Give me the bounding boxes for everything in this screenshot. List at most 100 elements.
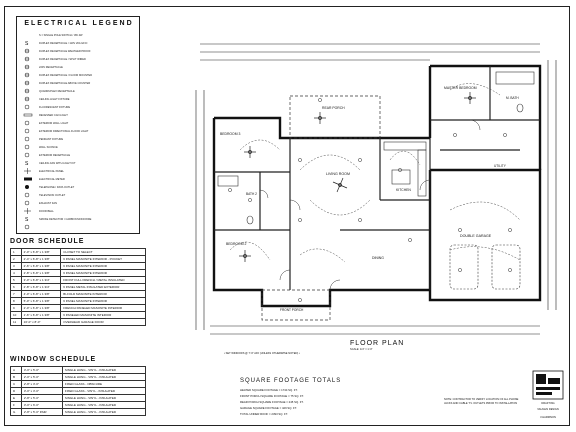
light-icon xyxy=(23,193,33,206)
fluor-icon xyxy=(23,105,33,117)
toilet xyxy=(246,215,254,225)
ceiling-fan-icon xyxy=(332,177,348,193)
rear-porch-outline xyxy=(289,95,381,139)
sheet-border xyxy=(4,6,570,426)
outlet-icon xyxy=(23,81,33,94)
exterior-wall-north-west xyxy=(214,116,430,140)
legend-item: DUPLEX RECEPTACLE / FLOOR MOUNTED xyxy=(23,73,137,86)
outlet-icon xyxy=(23,73,33,86)
legend-item-label: DUPLEX RECEPTACLE ABOVE COUNTER xyxy=(39,82,91,85)
legend-item-label: EXTERIOR RECEPTACLE xyxy=(39,154,71,157)
room-label-kitchen: KITCHEN xyxy=(396,188,411,192)
legend-item-label: WALL SCONCE xyxy=(39,146,58,149)
legend-item-label: EXTERIOR WALL LIGHT xyxy=(39,122,69,125)
room-label-master: MASTER BEDROOM xyxy=(444,86,477,90)
legend-item-label: TELEVISION OUTLET xyxy=(39,194,66,197)
exterior-wall-master xyxy=(430,64,542,170)
room-label-bath2: BATH 2 xyxy=(246,192,257,196)
door-schedule-title: DOOR SCHEDULE xyxy=(10,238,85,245)
legend-item-label: EXTERIOR DIRECTIONAL FLOOD LIGHT xyxy=(39,130,89,133)
legend-item-label: CEILING FAN WITH LIGHT KIT xyxy=(39,162,76,165)
bathtub xyxy=(217,175,239,187)
ceiling-fan-icon xyxy=(464,92,476,104)
sqft-heated: HEATED SQUARE FOOTAGE = 1744 SQ. FT. xyxy=(240,388,298,392)
company-logo-icon xyxy=(532,370,564,400)
legend-item: RECESSED CAN LIGHT xyxy=(23,113,137,126)
light-icon xyxy=(23,185,33,198)
legend-item: WALL SCONCE xyxy=(23,145,137,158)
legend-item-label: TELEPHONE / DATA OUTLET xyxy=(39,186,75,189)
sqft-total: TOTAL UNDER ROOF = 2393 SQ. FT. xyxy=(240,412,288,416)
legend-title: ELECTRICAL LEGEND xyxy=(24,20,134,27)
panel-icon xyxy=(23,169,33,181)
light-icon xyxy=(23,145,33,158)
legend-item: EXTERIOR WALL LIGHT xyxy=(23,121,137,134)
legend-item: S EXTERIOR RECEPTACLE xyxy=(23,153,137,167)
exterior-wall-south-west xyxy=(212,118,430,308)
ceiling-fan-icon xyxy=(244,146,256,158)
legend-item: TELEVISION OUTLET xyxy=(23,193,137,206)
title-block-logo-text: DRAFTING xyxy=(541,402,555,405)
legend-item-label: ELECTRICAL METER xyxy=(39,178,65,181)
room-label-utility: UTILITY xyxy=(494,164,506,168)
legend-item: DUPLEX RECEPTACLE WEATHER PROOF xyxy=(23,49,137,62)
kitchen-counter xyxy=(383,141,427,151)
legend-item-label: DUPLEX RECEPTACLE / FLOOR MOUNTED xyxy=(39,74,93,77)
fan-icon xyxy=(23,161,33,174)
title-block-project: VAUGHN DESIGN xyxy=(537,408,559,411)
legend-item: EXTERIOR DIRECTIONAL FLOOD LIGHT xyxy=(23,129,137,142)
svg-text:S: S xyxy=(25,217,29,222)
legend-item: FLUORESCENT FIXTURE xyxy=(23,105,137,117)
legend-item-label: DUPLEX RECEPTACLE / SPLIT WIRED xyxy=(39,58,86,61)
legend-item-label: FLUORESCENT FIXTURE xyxy=(39,106,71,109)
outlet-icon xyxy=(23,57,33,70)
window-schedule-title: WINDOW SCHEDULE xyxy=(10,356,97,363)
schedule-cell-desc: OVERHEAD GARAGE DOOR xyxy=(60,318,146,326)
legend-item: CEILING LIGHT FIXTURE xyxy=(23,97,137,110)
legend-item: SMOKE DETECTOR / CARBON MONOXIDE xyxy=(23,217,137,230)
meter-icon xyxy=(23,177,33,189)
legend-item-label: DOOR BELL xyxy=(39,210,54,213)
room-label-bed2: BEDROOM 2 xyxy=(226,242,247,246)
legend-item: DUPLEX RECEPTACLE / SPLIT WIRED xyxy=(23,57,137,70)
fan-icon xyxy=(23,201,33,214)
room-label-dining: DINING xyxy=(372,256,384,260)
legend-item: ELECTRICAL METER xyxy=(23,177,137,189)
legend-item: CEILING FAN WITH LIGHT KIT xyxy=(23,161,137,174)
room-label-bed3: BEDROOM 3 xyxy=(220,132,241,136)
legend-item-label: DUPLEX RECEPTACLE / 110V 20A GFCI xyxy=(39,42,88,45)
plan-scale: SCALE: 1/4" = 1'-0" xyxy=(350,348,373,351)
legend-item-label: EXHAUST FAN xyxy=(39,202,57,205)
title-block: DRAFTING VAUGHN DESIGN 3 HARRISON xyxy=(528,370,568,424)
light-icon xyxy=(23,129,33,142)
switch-icon: S xyxy=(23,33,33,47)
master-tub xyxy=(495,71,535,85)
svg-text:S: S xyxy=(25,41,29,46)
switch-icon: S xyxy=(23,153,33,167)
window-height-note: • SET WINDOWS @ 7'-6" AFF (UNLESS OTHERW… xyxy=(224,352,300,355)
switch-icon: S xyxy=(23,209,33,223)
light-icon xyxy=(23,217,33,230)
car-outline xyxy=(449,244,479,290)
light-icon xyxy=(23,97,33,110)
legend-item-label: DUPLEX RECEPTACLE WEATHER PROOF xyxy=(39,50,91,53)
outlet-icon xyxy=(23,41,33,54)
door-swing xyxy=(289,199,301,211)
schedule-cell-desc: SINGLE HUNG - VINYL - INSULATED xyxy=(61,408,147,416)
light-icon xyxy=(23,121,33,134)
outlet-icon xyxy=(23,49,33,62)
light-fixture-icon xyxy=(298,158,302,162)
front-porch-outline xyxy=(261,289,331,321)
legend-item-label: PENDANT FIXTURE xyxy=(39,138,64,141)
legend-item: DUPLEX RECEPTACLE ABOVE COUNTER xyxy=(23,81,137,94)
kitchen-island xyxy=(391,169,411,185)
title-block-sheet: 3 HARRISON xyxy=(540,416,556,419)
legend-item-label: QUADRUPLEX RECEPTACLE xyxy=(39,90,75,93)
legend-item-label: 220V RECEPTACLE xyxy=(39,66,63,69)
sqft-garage: GARAGE SQUARE FOOTAGE = 429 SQ. FT. xyxy=(240,406,297,410)
